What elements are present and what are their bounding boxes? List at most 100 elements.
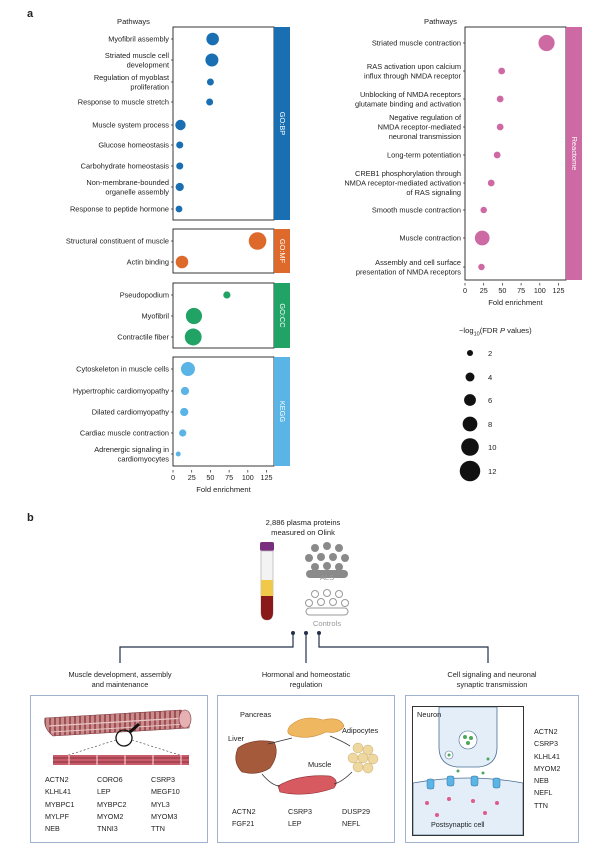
enrichment-point: [184, 328, 202, 346]
enrichment-point: [180, 386, 190, 396]
connector-tree: [119, 631, 489, 663]
panel-a-letter: a: [27, 8, 34, 20]
enrichment-point: [496, 123, 504, 131]
enrichment-point: [496, 95, 504, 103]
term-label: Long-term potentiation: [387, 151, 461, 160]
als-label: ALS: [319, 573, 335, 582]
enrichment-point: [175, 255, 189, 269]
term-label: Structural constituent of muscle: [66, 237, 169, 246]
term-label: Response to peptide hormone: [70, 205, 169, 214]
als-group-icon: [305, 542, 349, 578]
legend-value: 8: [488, 420, 492, 429]
x-tick-label: 75: [225, 473, 233, 482]
group-color-strip: [274, 357, 290, 466]
synapse-illustration: [412, 706, 524, 836]
term-label: Smooth muscle contraction: [372, 206, 461, 215]
x-tick-label: 125: [261, 473, 273, 482]
x-tick-label: 100: [242, 473, 254, 482]
enrichment-point: [248, 232, 267, 250]
term-label: Dilated cardiomyopathy: [92, 408, 170, 417]
term-label: Myofibril: [141, 312, 169, 321]
legend-dot: [461, 438, 479, 456]
panel-b-letter: b: [27, 512, 34, 524]
adipocytes-label: Adipocytes: [342, 726, 379, 735]
group-color-strip: [566, 27, 582, 280]
group-label: GO:CC: [278, 303, 287, 328]
legend-value: 4: [488, 373, 492, 382]
enrichment-point: [206, 78, 214, 86]
enrichment-point: [206, 32, 219, 46]
x-axis-label: Fold enrichment: [488, 298, 543, 307]
term-label: Contractile fiber: [117, 333, 169, 342]
x-tick-label: 25: [480, 286, 488, 295]
term-label: Response to muscle stretch: [78, 98, 169, 107]
term-label: Actin binding: [127, 258, 169, 267]
group-label: GO:BP: [278, 112, 287, 135]
term-label: Glucose homeostasis: [98, 141, 169, 150]
group-color-strip: [274, 27, 290, 220]
group-label: GO:MF: [278, 239, 287, 264]
x-tick-label: 50: [206, 473, 214, 482]
synapse-frame: Neuron Postsynaptic cell: [412, 706, 524, 836]
term-label: Pseudopodium: [120, 291, 169, 300]
x-tick-label: 0: [463, 286, 467, 295]
pathways-header: Pathways: [117, 17, 150, 26]
enrichment-point: [538, 34, 555, 52]
enrichment-point: [180, 407, 189, 417]
legend-dot: [459, 460, 481, 482]
term-label: Hypertrophic cardiomyopathy: [73, 387, 169, 396]
term-label: Myofibril assembly: [108, 35, 169, 44]
muscle-fiber-illustration: [44, 709, 192, 765]
enrichment-point: [493, 151, 501, 159]
enrichment-point: [176, 162, 184, 170]
legend-value: 12: [488, 467, 496, 476]
x-tick-label: 25: [188, 473, 196, 482]
legend-dot: [466, 349, 474, 357]
term-label: Striated muscle contraction: [372, 39, 461, 48]
term-label: Muscle contraction: [399, 234, 461, 243]
term-label: Cytoskeleton in muscle cells: [76, 365, 169, 374]
enrichment-point: [175, 451, 181, 457]
pancreas-label: Pancreas: [240, 710, 272, 719]
enrichment-point: [205, 53, 219, 67]
legend-dot: [464, 394, 476, 406]
enrichment-point: [206, 98, 214, 106]
term-label: Muscle system process: [92, 121, 169, 130]
postsynaptic-label: Postsynaptic cell: [431, 820, 485, 829]
enrichment-point: [474, 230, 490, 246]
enrichment-point: [180, 362, 195, 376]
enrichment-point: [175, 119, 186, 131]
organs-illustration: [235, 717, 379, 795]
x-tick-label: 50: [498, 286, 506, 295]
enrichment-point: [175, 205, 183, 213]
legend-dot: [462, 416, 478, 432]
legend-value: 2: [488, 349, 492, 358]
enrichment-point: [176, 141, 184, 149]
legend-value: 6: [488, 396, 492, 405]
x-tick-label: 0: [171, 473, 175, 482]
legend-value: 10: [488, 443, 496, 452]
controls-group-icon: [305, 589, 349, 616]
pathways-header: Pathways: [424, 17, 457, 26]
x-tick-label: 75: [517, 286, 525, 295]
liver-label: Liver: [228, 734, 245, 743]
neuron-label: Neuron: [417, 710, 442, 719]
